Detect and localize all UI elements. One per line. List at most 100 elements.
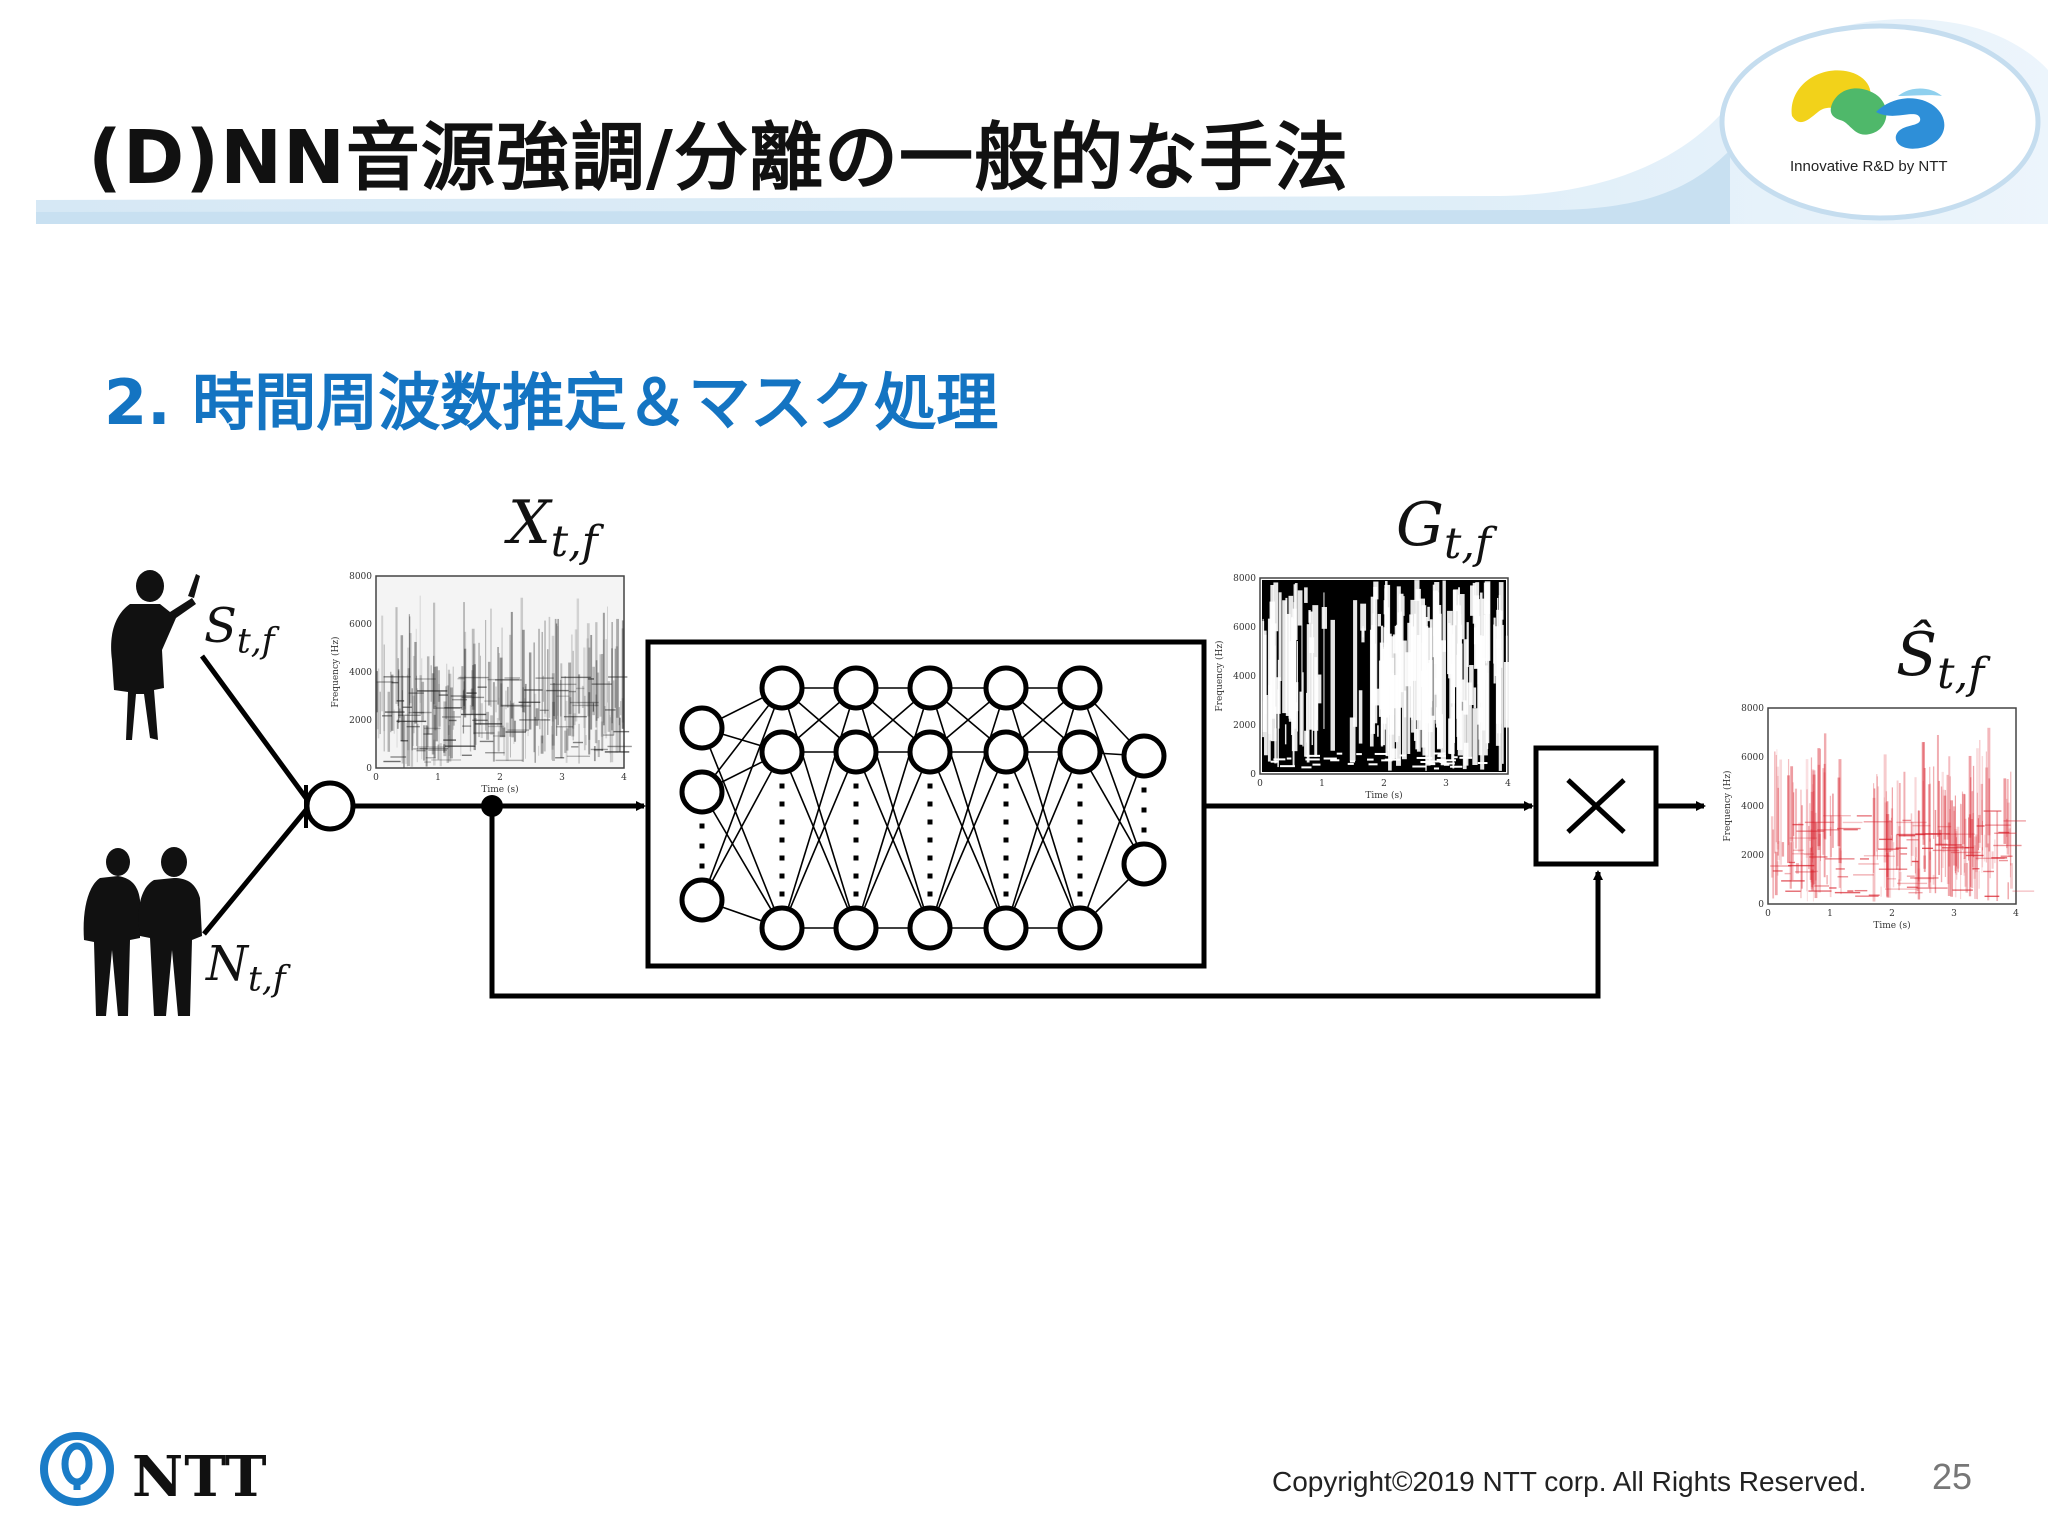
- spectrogram-streak: [1898, 782, 1901, 871]
- y-tick-label: 2000: [1741, 851, 1764, 861]
- spectrogram-harmonic: [472, 719, 488, 721]
- spectrogram-streak: [1810, 757, 1813, 852]
- spectrogram-streak: [379, 691, 381, 735]
- spectrogram-harmonic: [2003, 820, 2026, 822]
- spectrogram-streak: [568, 697, 572, 715]
- spectrogram-streak: [1787, 775, 1790, 864]
- spectrogram-streak: [486, 711, 490, 740]
- spectrogram-streak: [1938, 829, 1942, 845]
- spectrogram-streak: [1959, 803, 1962, 900]
- spectrogram-harmonic: [1993, 844, 2022, 847]
- spectrogram-streak: [1972, 765, 1975, 858]
- spectrogram-harmonic: [1910, 877, 1939, 879]
- spectrogram-streak: [2008, 828, 2010, 858]
- spectrogram-streak: [479, 655, 481, 725]
- mask-streak: [1459, 756, 1473, 759]
- nn-node: [679, 877, 725, 923]
- spectrogram-streak: [426, 656, 430, 735]
- spectrogram-streak: [410, 722, 414, 767]
- spectrogram-harmonic: [458, 676, 489, 679]
- mask-streak: [1456, 654, 1458, 737]
- nn-ellipsis-dot: [1003, 783, 1009, 789]
- mask-streak: [1277, 659, 1280, 729]
- spectrogram-streak: [600, 721, 604, 737]
- nn-node: [679, 705, 725, 751]
- nn-ellipsis-dot: [779, 855, 785, 861]
- x-tick-label: 4: [2013, 909, 2019, 919]
- spectrogram-harmonic: [1941, 847, 1969, 849]
- spectrogram-streak: [615, 646, 619, 753]
- spectrogram-streak: [552, 701, 555, 762]
- spectrogram-streak: [391, 674, 394, 731]
- spectrogram-harmonic: [1843, 828, 1858, 831]
- spectrogram-streak: [1910, 813, 1913, 866]
- mask-streak: [1494, 626, 1499, 676]
- spectrogram-streak: [1929, 838, 1931, 883]
- mask-streak: [1336, 752, 1343, 755]
- nn-ellipsis-dot: [927, 819, 933, 825]
- nn-node: [983, 905, 1029, 951]
- spectrogram-streak: [509, 634, 512, 737]
- spectrogram-harmonic: [382, 715, 393, 717]
- spectrogram-streak: [1923, 767, 1926, 872]
- spectrogram-streak: [1895, 834, 1898, 870]
- spectrogram-streak: [403, 715, 405, 768]
- spectrogram-streak: [447, 669, 451, 736]
- spectrogram-streak: [490, 608, 492, 707]
- mask-streak: [1480, 592, 1483, 703]
- spectrogram-harmonic: [1932, 849, 1960, 852]
- nn-ellipsis-dot: [1003, 819, 1009, 825]
- y-tick-label: 0: [1250, 770, 1256, 780]
- spectrogram-streak: [1781, 842, 1785, 857]
- nn-ellipsis-dot: [1077, 783, 1083, 789]
- spectrogram-streak: [393, 709, 395, 734]
- mask-streak: [1474, 627, 1478, 669]
- spectrogram-streak: [552, 683, 556, 717]
- spectrogram-streak: [1954, 795, 1956, 874]
- spectrogram-streak: [557, 626, 559, 716]
- spectrogram-harmonic: [501, 705, 531, 707]
- spectrogram-streak: [533, 693, 537, 720]
- mask-streak: [1466, 622, 1469, 668]
- spectrogram-harmonic: [1952, 889, 1973, 891]
- spectrogram-streak: [1898, 826, 1901, 886]
- spectrogram-streak: [609, 717, 611, 763]
- x-tick-label: 3: [1443, 779, 1449, 789]
- spectrogram-harmonic: [603, 734, 615, 736]
- spectrogram-streak: [490, 715, 493, 735]
- mask-streak: [1278, 592, 1282, 682]
- spectrogram-streak: [1872, 797, 1876, 902]
- spectrogram-streak: [1957, 851, 1959, 873]
- innovation-logo-icon: [1791, 70, 1945, 149]
- spectrogram-streak: [596, 672, 600, 719]
- spectrogram-streak: [1885, 813, 1887, 855]
- spectrogram-streak: [588, 692, 591, 755]
- mask-streak: [1362, 626, 1364, 638]
- spectrogram-harmonic: [1975, 857, 2005, 860]
- spectrogram-streak: [1811, 869, 1814, 891]
- spectrogram-harmonic: [1914, 877, 1935, 880]
- spectrogram-streak: [415, 628, 417, 724]
- spectrogram-streak: [611, 622, 613, 724]
- mask-streak: [1420, 670, 1423, 688]
- spectrogram-harmonic: [572, 704, 599, 707]
- y-axis-label: Frequency (Hz): [1722, 770, 1733, 841]
- x-tick-label: 4: [621, 773, 627, 783]
- spectrogram-streak: [592, 666, 595, 716]
- spectrogram-streak: [1976, 792, 1978, 900]
- spectrogram-streak: [1888, 822, 1892, 898]
- spectrogram-streak: [411, 688, 413, 751]
- spectrogram-harmonic: [408, 692, 424, 694]
- spectrogram-streak: [1775, 754, 1777, 843]
- y-tick-label: 4000: [1233, 672, 1256, 682]
- spectrogram-streak: [1946, 774, 1949, 840]
- mask-streak: [1428, 715, 1435, 765]
- mask-streak: [1493, 617, 1496, 684]
- spectrogram-streak: [568, 662, 572, 736]
- spectrogram-streak: [605, 639, 608, 739]
- spectrogram-streak: [1968, 755, 1972, 838]
- spectrogram-harmonic: [1887, 878, 1897, 880]
- spectrogram-streak: [604, 706, 606, 734]
- spectrogram-harmonic: [376, 681, 394, 683]
- spectrogram-harmonic: [571, 746, 579, 748]
